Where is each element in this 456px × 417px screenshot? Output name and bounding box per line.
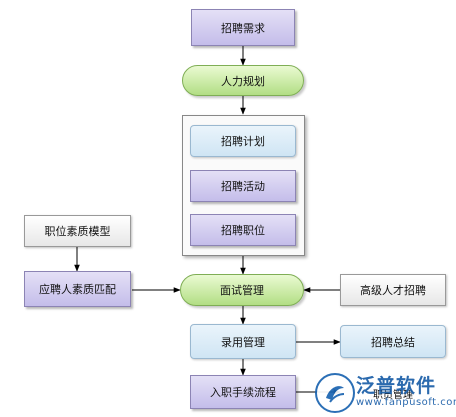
- node-recruit-plan: 招聘计划: [190, 125, 296, 157]
- node-recruit-position: 招聘职位: [190, 214, 296, 246]
- node-staff-mgmt: 职员管理: [373, 389, 413, 401]
- node-senior-recruit: 高级人才招聘: [340, 274, 446, 306]
- node-competency-match: 应聘人素质匹配: [24, 271, 131, 307]
- node-hire-mgmt: 录用管理: [190, 324, 296, 359]
- watermark-url: www.fanpusoft.com: [356, 397, 456, 408]
- node-recruit-activity: 招聘活动: [190, 170, 296, 202]
- watermark-brand: 泛普软件: [356, 375, 437, 397]
- node-onboarding: 入职手续流程: [190, 375, 296, 409]
- node-interview-mgmt: 面试管理: [180, 274, 304, 306]
- node-recruit-demand: 招聘需求: [191, 9, 295, 46]
- node-recruit-summary: 招聘总结: [340, 325, 446, 358]
- node-competency-model: 职位素质模型: [24, 215, 131, 247]
- fanpu-logo-icon: [315, 373, 355, 413]
- node-hr-planning: 人力规划: [182, 65, 304, 96]
- watermark: 泛普软件 www.fanpusoft.com: [310, 370, 456, 417]
